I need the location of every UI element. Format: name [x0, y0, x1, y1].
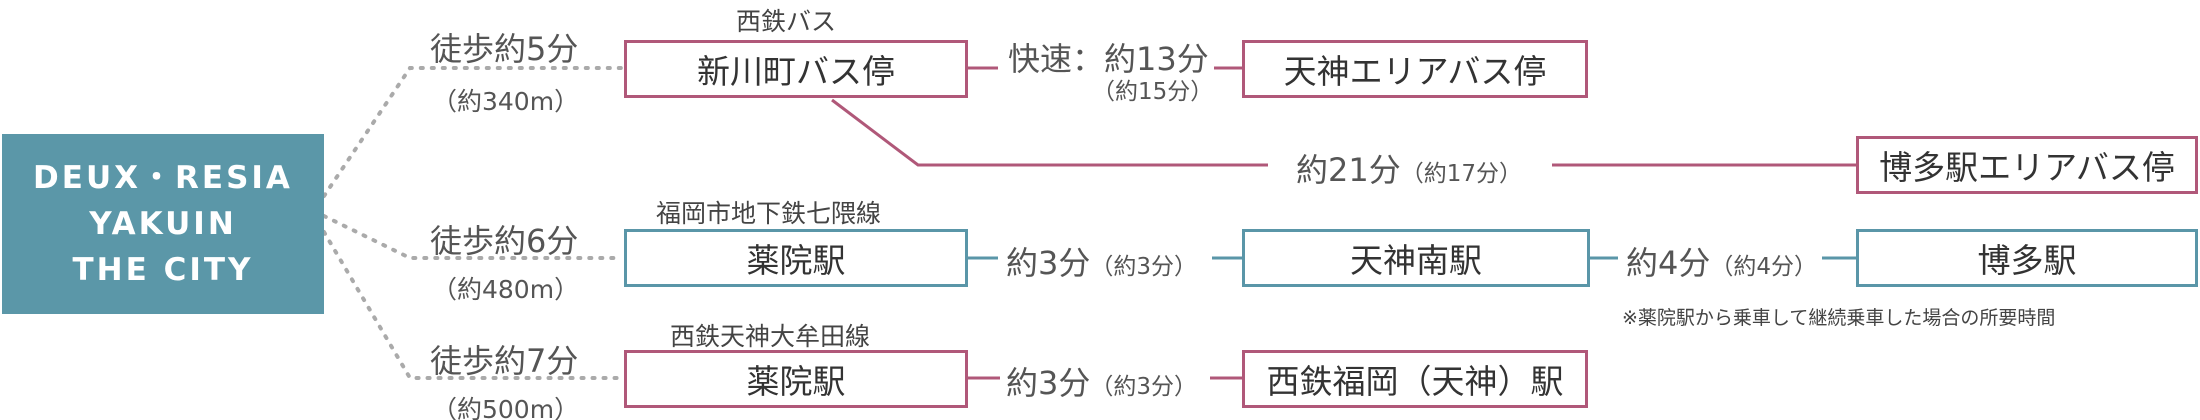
- bus-hakata-time: 約21分（約17分）: [1296, 145, 1522, 191]
- origin-box: DEUX・RESIA YAKUIN THE CITY: [2, 134, 324, 314]
- bus-express-time-sub: （約15分）: [1092, 79, 1214, 105]
- bus-express-time: 快速：約13分: [1008, 40, 1209, 78]
- rail-time-1: 約3分（約3分）: [1006, 358, 1197, 404]
- subway-walk-distance: （約480m）: [432, 275, 580, 304]
- bus-hakata-time-sub: （約17分）: [1400, 161, 1523, 187]
- tenjin-minami-station: 天神南駅: [1242, 229, 1590, 287]
- tenjin-area-bus-stop: 天神エリアバス停: [1242, 40, 1588, 98]
- yakuin-station-nishitetsu: 薬院駅: [624, 350, 968, 408]
- nishitetsu-fukuoka-tenjin-station: 西鉄福岡（天神）駅: [1242, 350, 1588, 408]
- bus-hakata-time-main: 約21分: [1296, 151, 1401, 189]
- bus-line-name: 西鉄バス: [736, 7, 837, 36]
- subway-time-2: 約4分（約4分）: [1626, 238, 1817, 284]
- shinkawamachi-bus-stop: 新川町バス停: [624, 40, 968, 98]
- subway-time-1: 約3分（約3分）: [1006, 238, 1197, 284]
- hakata-station: 博多駅: [1856, 229, 2198, 287]
- subway-time-1-main: 約3分: [1006, 244, 1091, 282]
- bus-line-hakata: [831, 98, 1268, 167]
- walk-connector-subway: [322, 214, 624, 260]
- walk-connector-bus: [322, 66, 624, 198]
- subway-walk-time: 徒歩約6分: [430, 222, 579, 260]
- subway-time-2-main: 約4分: [1626, 244, 1711, 282]
- rail-time-1-sub: （約3分）: [1090, 374, 1198, 400]
- origin-line3: THE CITY: [72, 252, 254, 288]
- walk-connector-rail: [322, 230, 624, 380]
- subway-note: ※薬院駅から乗車して継続乗車した場合の所要時間: [1622, 307, 2056, 329]
- rail-time-1-main: 約3分: [1006, 364, 1091, 402]
- rail-walk-distance: （約500m）: [432, 395, 580, 420]
- rail-walk-time: 徒歩約7分: [430, 342, 579, 380]
- bus-walk-distance: （約340m）: [432, 87, 580, 116]
- hakata-area-bus-stop: 博多駅エリアバス停: [1856, 136, 2198, 194]
- bus-walk-time: 徒歩約5分: [430, 30, 579, 68]
- origin-line2: YAKUIN: [89, 206, 237, 242]
- subway-line-name: 福岡市地下鉄七隈線: [656, 199, 882, 228]
- subway-time-1-sub: （約3分）: [1090, 254, 1198, 280]
- yakuin-station-subway: 薬院駅: [624, 229, 968, 287]
- subway-time-2-sub: （約4分）: [1710, 254, 1818, 280]
- rail-line-name: 西鉄天神大牟田線: [670, 322, 871, 351]
- origin-line1: DEUX・RESIA: [33, 160, 293, 196]
